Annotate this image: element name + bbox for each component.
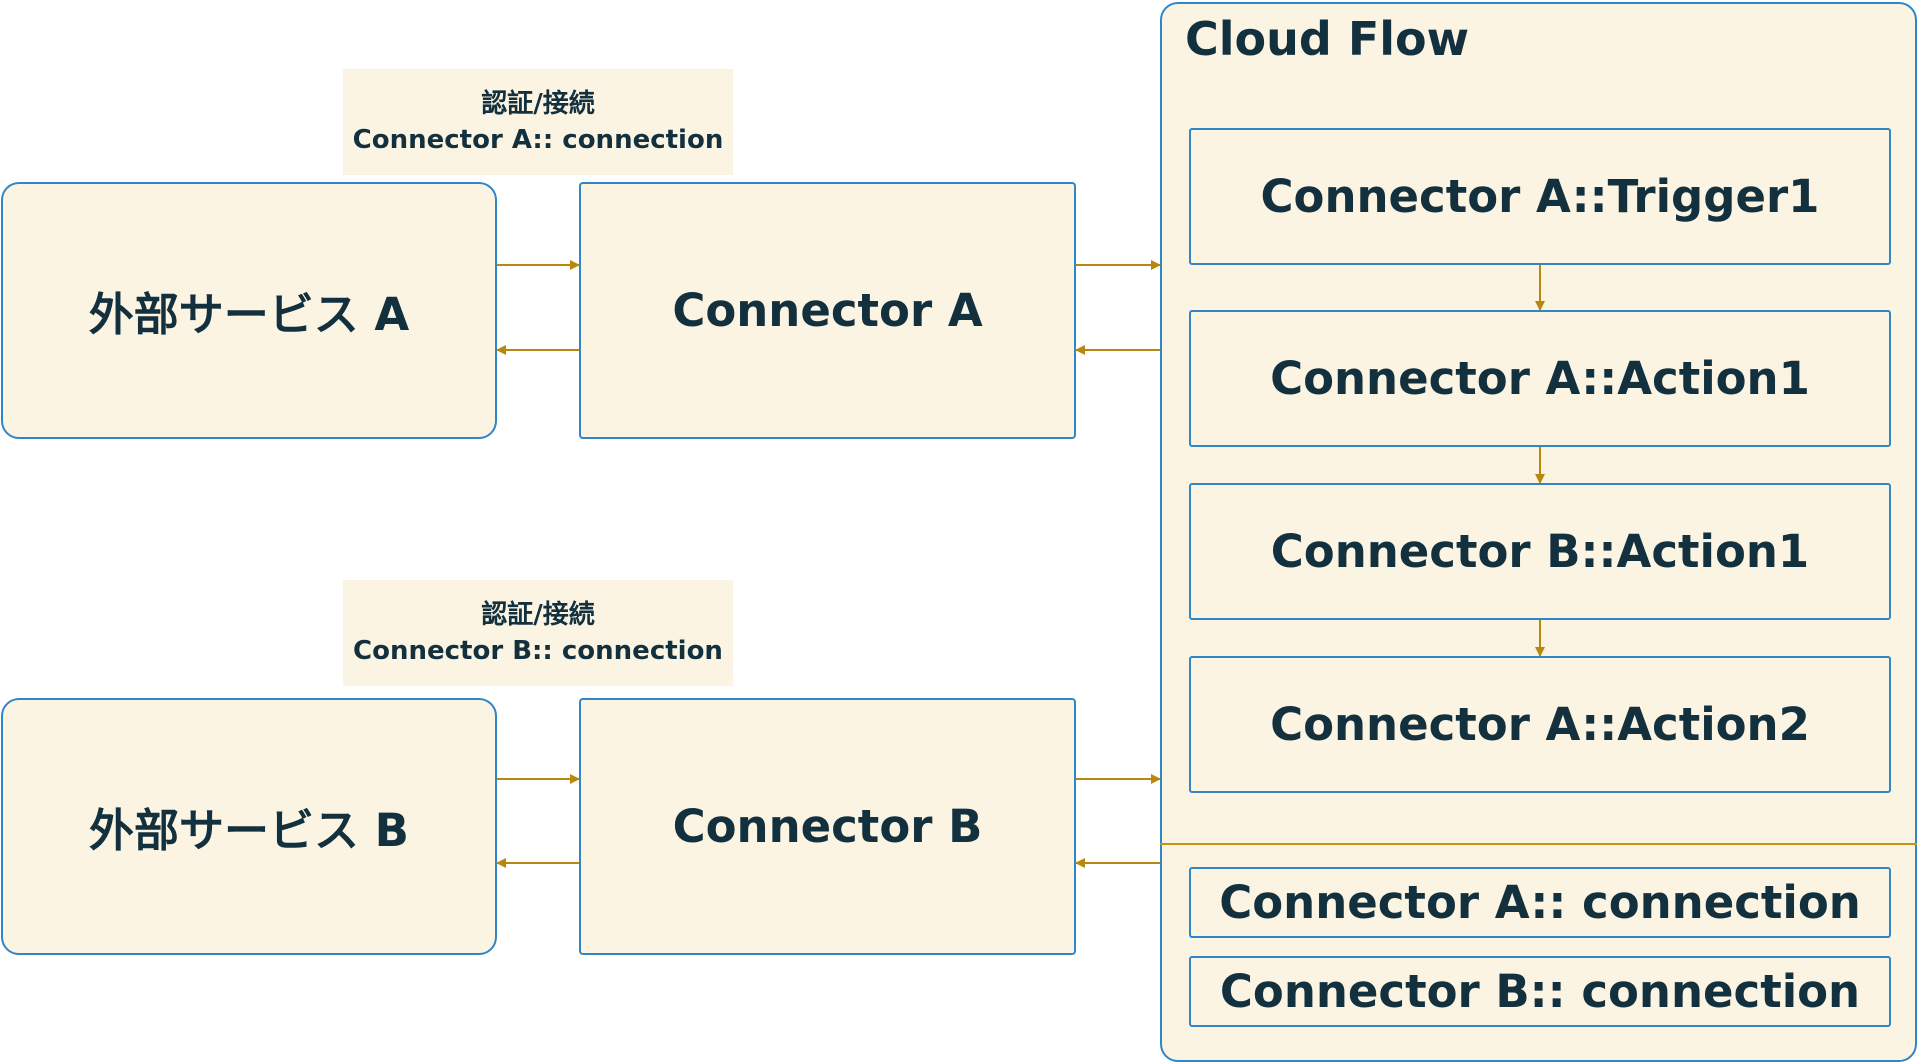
flow-connection-a: Connector A:: connection [1189,867,1891,938]
flow-step-action-1-label: Connector A::Action1 [1270,352,1810,405]
external-service-b: 外部サービス B [1,698,497,955]
auth-label-b: 認証/接続 Connector B:: connection [343,580,733,686]
flow-connection-a-label: Connector A:: connection [1219,876,1861,929]
flow-step-trigger: Connector A::Trigger1 [1189,128,1891,265]
external-service-a-label: 外部サービス A [88,288,410,341]
flow-step-action-2-label: Connector B::Action1 [1270,525,1810,578]
flow-step-action-1: Connector A::Action1 [1189,310,1891,447]
cloud-flow-title: Cloud Flow [1185,12,1470,66]
cloud-flow-divider [1160,843,1917,845]
connector-b: Connector B [579,698,1076,955]
connector-a: Connector A [579,182,1076,439]
flow-connection-b: Connector B:: connection [1189,956,1891,1027]
external-service-b-label: 外部サービス B [89,804,409,857]
flow-step-trigger-label: Connector A::Trigger1 [1260,170,1820,223]
connector-b-label: Connector B [672,800,983,853]
connector-a-label: Connector A [672,284,983,337]
auth-label-a-connection: Connector A:: connection [352,125,724,155]
auth-label-b-connection: Connector B:: connection [353,636,723,666]
external-service-a: 外部サービス A [1,182,497,439]
auth-label-a: 認証/接続 Connector A:: connection [343,69,733,175]
flow-connection-b-label: Connector B:: connection [1219,965,1861,1018]
flow-step-action-3: Connector A::Action2 [1189,656,1891,793]
flow-step-action-2: Connector B::Action1 [1189,483,1891,620]
auth-label-b-title: 認証/接続 [481,600,595,630]
auth-label-a-title: 認証/接続 [481,89,595,119]
flow-step-action-3-label: Connector A::Action2 [1270,698,1810,751]
